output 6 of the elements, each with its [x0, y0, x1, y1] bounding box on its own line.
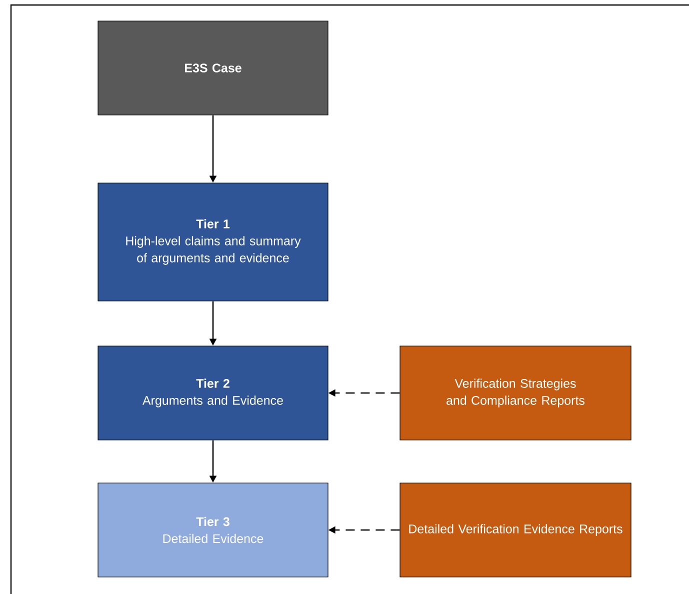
process-box: Detailed Verification Evidence Reports — [400, 482, 632, 578]
process-box: Tier 2 Arguments and Evidence — [98, 346, 328, 440]
process-box: E3S Case — [98, 20, 328, 116]
process-box: Tier 3 Detailed Evidence — [98, 482, 328, 578]
process-box: Verification Strategies and Compliance Reports — [400, 346, 632, 440]
process-box: Tier 1 High-level claims and summary of arguments and evidence — [98, 182, 328, 302]
